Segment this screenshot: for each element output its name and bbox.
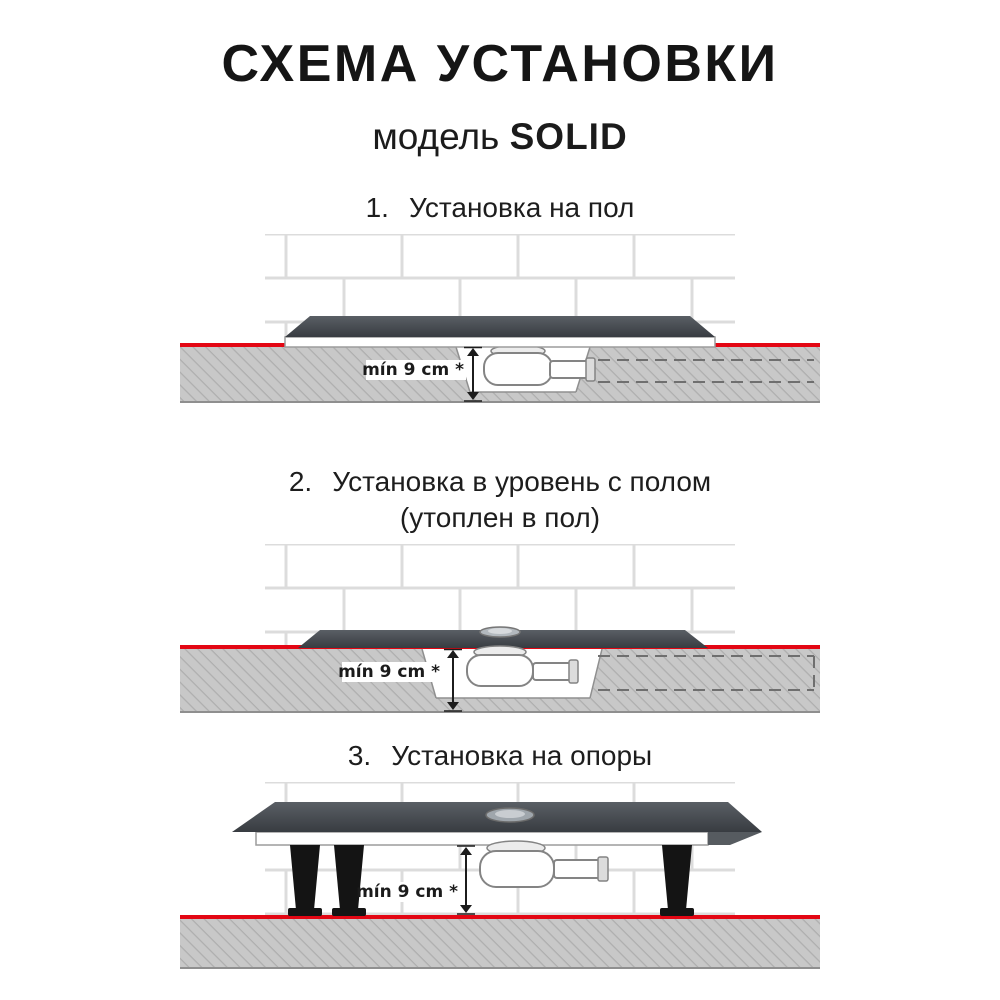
siphon-outlet-ring — [585, 357, 596, 382]
siphon-outlet-pipe — [532, 662, 572, 681]
siphon-outlet-ring — [568, 659, 579, 684]
section-2-label: 2. Установка в уровень с полом — [0, 466, 1000, 498]
diagram-install-on-floor: mín 9 cm * — [180, 234, 820, 403]
header: СХЕМА УСТАНОВКИ модель SOLID — [0, 0, 1000, 158]
min-depth-label: mín 9 cm * — [362, 360, 464, 380]
siphon-body — [479, 850, 555, 888]
label-backdrop — [366, 882, 462, 902]
section-1-label: 1. Установка на пол — [0, 192, 1000, 224]
min-depth-label: mín 9 cm * — [356, 882, 458, 902]
drain-cap-inner — [488, 628, 512, 634]
model-label: модель — [372, 116, 500, 157]
support-foot — [290, 845, 320, 910]
support-foot-base — [332, 908, 366, 916]
section-3-label: 3. Установка на опоры — [0, 740, 1000, 772]
page-title: СХЕМА УСТАНОВКИ — [221, 35, 779, 93]
section-1-number: 1. — [365, 192, 389, 223]
tray-underside — [255, 831, 709, 846]
shower-tray-top — [285, 316, 715, 337]
section-2-title: Установка в уровень с полом — [332, 466, 712, 497]
recess-wall-right — [589, 648, 603, 699]
support-foot-base — [288, 908, 322, 916]
floor-surface-line — [180, 915, 820, 919]
dimension-arrow — [464, 346, 482, 402]
section-2-number: 2. — [288, 466, 313, 497]
tray-right-edge — [708, 832, 762, 845]
support-foot — [662, 845, 692, 910]
siphon-body — [466, 654, 534, 687]
siphon-outlet-ring — [597, 856, 609, 882]
dimension-arrow — [457, 845, 475, 915]
model-subtitle: модель SOLID — [0, 116, 1000, 158]
model-name: SOLID — [509, 116, 628, 157]
section-install-on-floor: 1. Установка на пол mín 9 cm * — [0, 192, 1000, 404]
diagram-install-flush: mín 9 cm * — [180, 544, 820, 713]
label-backdrop — [366, 360, 466, 380]
tray-rim — [284, 336, 716, 348]
section-3-number: 3. — [347, 740, 372, 771]
drain-cap-inner — [495, 810, 525, 818]
section-install-flush: 2. Установка в уровень с полом (утоплен в… — [0, 466, 1000, 714]
section-1-title: Установка на пол — [408, 192, 635, 223]
siphon-outlet-pipe — [549, 360, 589, 379]
min-depth-label: mín 9 cm * — [338, 662, 440, 682]
support-foot — [334, 845, 364, 910]
section-install-on-supports: 3. Установка на опоры — [0, 740, 1000, 972]
label-backdrop — [342, 662, 442, 682]
section-2-subtitle: (утоплен в пол) — [399, 502, 601, 533]
support-feet — [288, 845, 694, 916]
siphon-body — [483, 352, 553, 386]
support-foot-base — [660, 908, 694, 916]
diagram-install-on-supports: mín 9 cm * — [180, 782, 820, 969]
dimension-arrow — [444, 648, 462, 712]
siphon-outlet-pipe — [553, 859, 601, 879]
shower-tray-top — [298, 630, 708, 648]
floor-section — [180, 918, 820, 968]
section-3-title: Установка на опоры — [391, 740, 653, 771]
